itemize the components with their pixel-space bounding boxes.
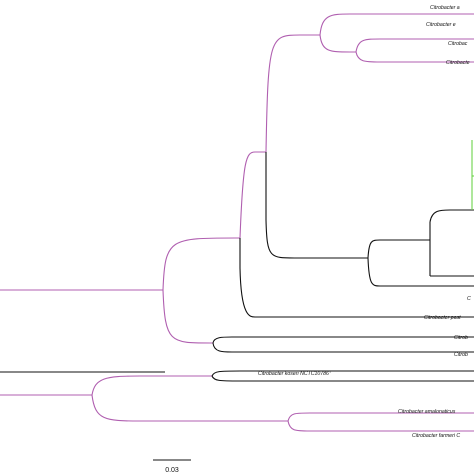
leaf-label: Citrobacter past	[424, 315, 461, 321]
leaf-label: C	[467, 296, 471, 302]
leaf-label: Citrob	[454, 352, 468, 358]
leaf-label: Citrobacter e	[426, 22, 456, 28]
scale-bar-label: 0.03	[165, 467, 179, 474]
leaf-label: Citrobacter farmeri C	[412, 433, 460, 439]
leaf-label: Citrobacte	[446, 60, 470, 66]
leaf-label: Citrobacter amalonaticus	[398, 409, 456, 415]
leaf-label: Citrobacter koseri NCTC10786T	[258, 370, 332, 377]
scale-bar: 0.03	[153, 459, 191, 474]
leaf-label: Citrob	[454, 335, 468, 341]
leaf-labels: Citrobacter a Citrobacter e Citrobac Cit…	[258, 5, 471, 439]
upper-clade	[162, 13, 474, 353]
lower-clade	[91, 370, 474, 432]
leaf-label: Citrobac	[448, 41, 468, 47]
leaf-label: Citrobacter a	[430, 5, 460, 11]
root-branches	[0, 289, 165, 396]
